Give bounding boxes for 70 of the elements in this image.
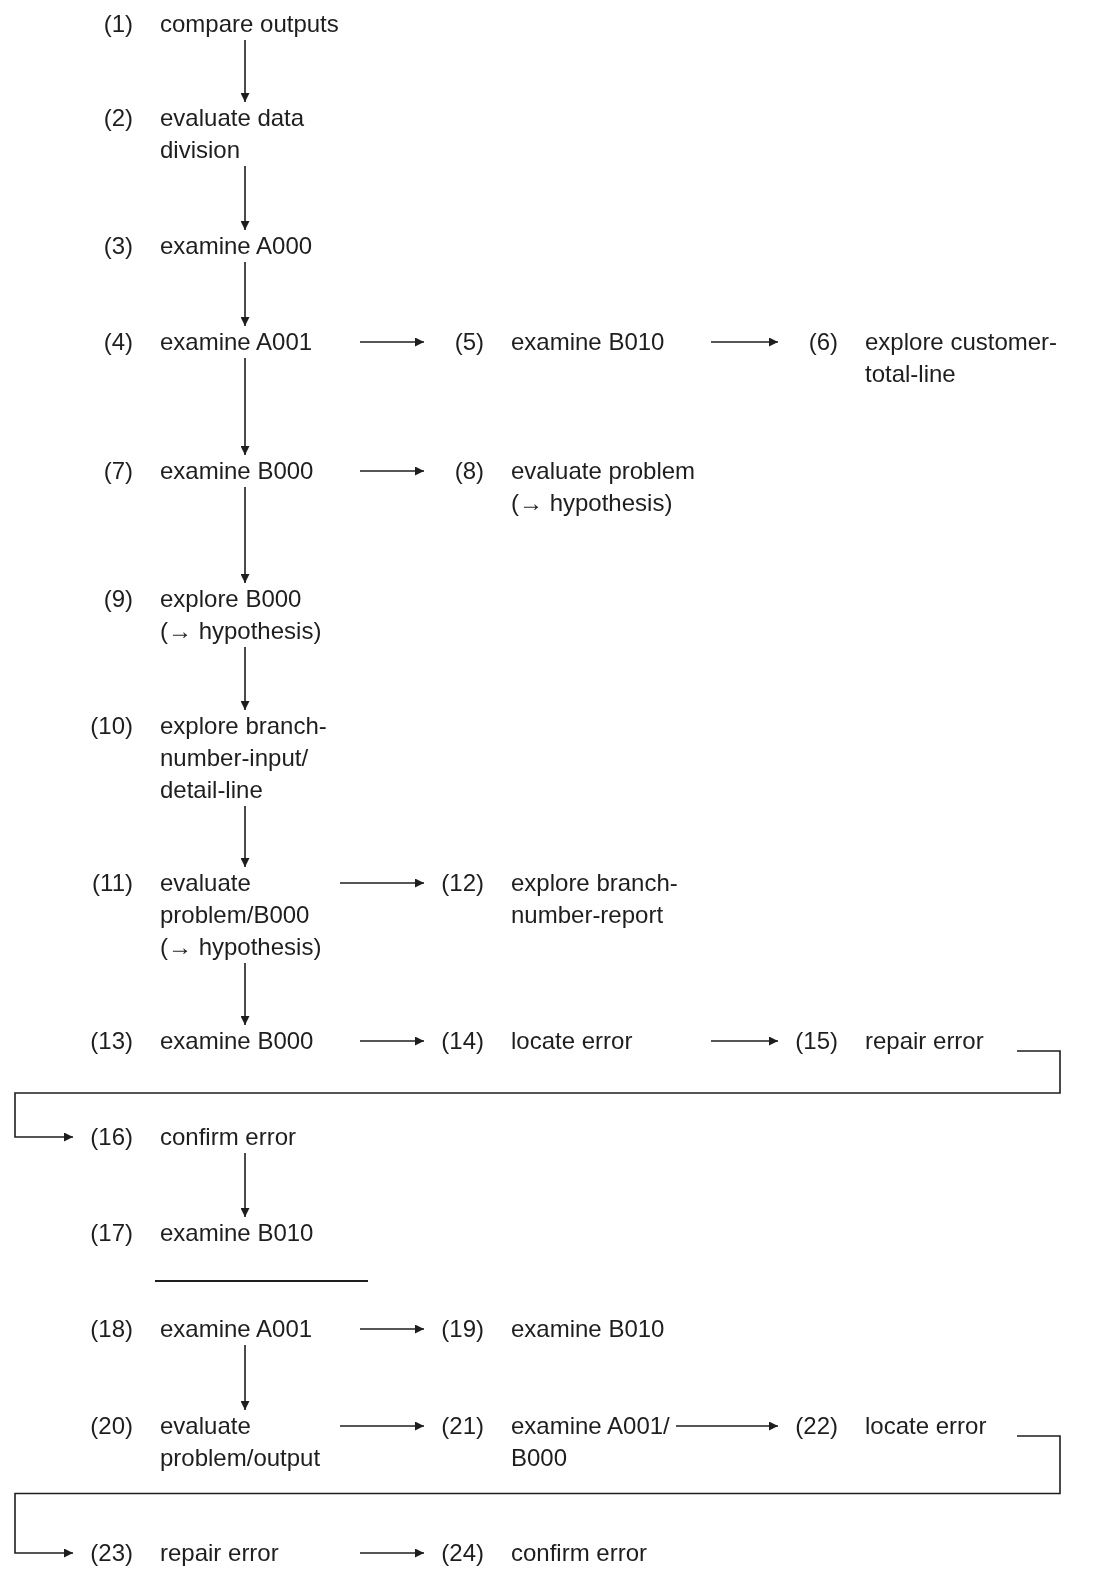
arrow [710, 1036, 779, 1046]
step-label: repair error [160, 1538, 280, 1568]
step-label: examine B000 [160, 1026, 315, 1056]
arrow [240, 39, 250, 103]
step-number: (1) [102, 9, 133, 39]
step-label: examine A000 [160, 231, 314, 261]
step-label: explore customer-total-line [865, 327, 1059, 389]
step-number: (20) [89, 1411, 133, 1441]
arrow [339, 1421, 425, 1431]
step-label: examine B010 [160, 1218, 315, 1248]
step-label: examine B000 [160, 456, 315, 486]
step-label: evaluate problem (→ hypothesis) [511, 456, 697, 518]
step-number: (15) [794, 1026, 838, 1056]
step-label: evaluate problem/output [160, 1411, 322, 1473]
step-label: compare outputs [160, 9, 340, 39]
step-label: evaluate problem/B000 (→ hypothesis) [160, 868, 323, 962]
step-label: examine B010 [511, 327, 666, 357]
step-number: (9) [102, 584, 133, 614]
arrow [359, 1548, 425, 1558]
step-number: (13) [89, 1026, 133, 1056]
step-number: (24) [440, 1538, 484, 1568]
arrow [359, 466, 425, 476]
arrow [240, 805, 250, 868]
step-number: (5) [453, 327, 484, 357]
step-number: (11) [91, 868, 133, 898]
step-label: examine A001 [160, 1314, 314, 1344]
step-number: (21) [440, 1411, 484, 1441]
step-label: locate error [511, 1026, 634, 1056]
arrow [240, 962, 250, 1026]
step-number: (2) [102, 103, 133, 133]
arrow [240, 1344, 250, 1411]
step-number: (16) [89, 1122, 133, 1152]
arrow [240, 261, 250, 327]
step-label: explore branch-number-report [511, 868, 679, 930]
arrow [359, 1036, 425, 1046]
step-number: (7) [102, 456, 133, 486]
arrow [14, 1435, 1061, 1558]
arrow [359, 337, 425, 347]
step-number: (12) [440, 868, 484, 898]
arrow [675, 1421, 779, 1431]
step-number: (10) [89, 711, 133, 741]
step-number: (23) [89, 1538, 133, 1568]
arrow [710, 337, 779, 347]
step-number: (22) [794, 1411, 838, 1441]
arrow [339, 878, 425, 888]
step-label: repair error [865, 1026, 985, 1056]
step-number: (3) [102, 231, 133, 261]
step-number: (18) [89, 1314, 133, 1344]
step-label: explore branch-number-input/detail-line [160, 711, 328, 805]
step-label: explore B000 (→ hypothesis) [160, 584, 323, 646]
step-number: (14) [440, 1026, 484, 1056]
arrow [240, 1152, 250, 1218]
step-label: examine A001 [160, 327, 314, 357]
step-label: locate error [865, 1411, 988, 1441]
arrow [240, 486, 250, 584]
step-number: (4) [102, 327, 133, 357]
arrow [240, 357, 250, 456]
step-label: examine A001/ B000 [511, 1411, 671, 1473]
step-label: confirm error [160, 1122, 298, 1152]
arrow [14, 1050, 1061, 1142]
arrow [359, 1324, 425, 1334]
step-label: confirm error [511, 1538, 649, 1568]
step-number: (6) [807, 327, 838, 357]
step-number: (8) [453, 456, 484, 486]
step-label: examine B010 [511, 1314, 666, 1344]
arrow [240, 165, 250, 231]
step-number: (17) [89, 1218, 133, 1248]
step-number: (19) [440, 1314, 484, 1344]
step-label: evaluate data division [160, 103, 306, 165]
arrow [240, 646, 250, 711]
